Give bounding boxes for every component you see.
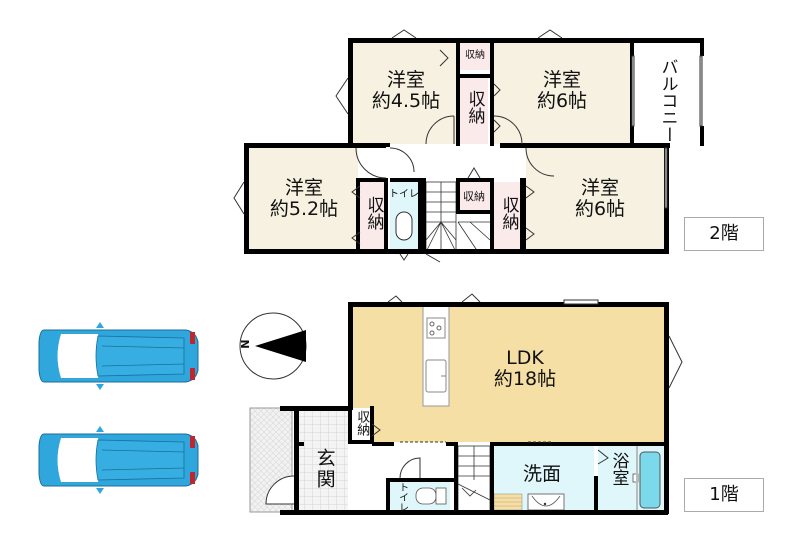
storage-e-text: 収納 [498,196,519,230]
western-room-2-label: 洋室 約6帖 [510,69,614,113]
ldk-label: LDK 約18帖 [470,347,580,391]
western-room-4-area [526,148,666,250]
toilet-bowl-1f [415,487,437,505]
storage-c-area [360,182,384,252]
washbasin [527,493,565,511]
western-room-3-label: 洋室 約5.2帖 [256,177,352,221]
stairs-1f [457,445,491,513]
western-room-1-area [352,42,456,144]
kitchen-counter [422,305,450,407]
storage-1f-label: 収納 [350,410,372,441]
walls-1f [280,302,669,515]
room-name: LDK [506,347,544,369]
balcony-label: バルコニー [654,58,680,148]
western-room-1-label: 洋室 約4.5帖 [360,69,452,113]
storage-a-area [458,42,490,70]
balcony-text: バルコニー [657,58,678,143]
parking-car-1 [38,321,199,391]
storage-b-text: 収納 [464,90,485,124]
storage-a-label: 収納 [465,50,485,61]
storage-1f-text: 収納 [354,410,370,436]
storage-d-area [458,182,490,212]
western-room-3-area [248,148,358,250]
entrance-area [298,410,348,510]
room-size: 約18帖 [493,368,557,391]
room-name: 洋室 [542,69,581,91]
openings-2f [233,29,703,263]
bathroom-label: 浴室 [604,452,632,491]
floor-1-tag: 1階 [684,478,764,512]
toilet-2f-label: トイレ [389,189,419,200]
room-size: 約4.5帖 [371,90,441,113]
toilet-1f-label: トイレ [394,482,410,515]
toilet-1f-text: トイレ [396,482,408,512]
compass-north-label: N [238,339,252,349]
bathroom-text: 浴室 [608,452,629,486]
western-room-4-label: 洋室 約6帖 [550,177,650,221]
room-name: 洋室 [580,177,619,199]
floor-1 [249,293,683,515]
storage-d-label: 収納 [463,190,485,203]
storage-1f-area [352,408,370,442]
storage-e-label: 収納 [494,196,522,235]
room-size: 約6帖 [574,198,626,221]
storage-c-text: 収納 [363,196,384,230]
parking-car-2 [38,425,199,495]
room-name: 洋室 [386,69,425,91]
balcony-area [634,42,700,144]
storage-c-label: 収納 [360,196,386,235]
storage-b-area [460,78,488,144]
bathtub [639,451,661,509]
storage-b-label: 収納 [458,90,490,129]
compass-icon [239,312,307,380]
ldk-area [352,306,664,442]
storage-e-area [494,182,522,252]
floor-2 [233,29,704,263]
washroom-label: 洗面 [522,463,561,485]
room-size: 約5.2帖 [269,198,339,221]
entrance-text: 玄関 [313,448,336,490]
room-size: 約6帖 [536,90,588,113]
room-name: 洋室 [284,177,323,199]
floor-2-tag: 2階 [684,217,764,251]
openings-1f [265,293,683,505]
entrance-label: 玄関 [310,448,338,495]
